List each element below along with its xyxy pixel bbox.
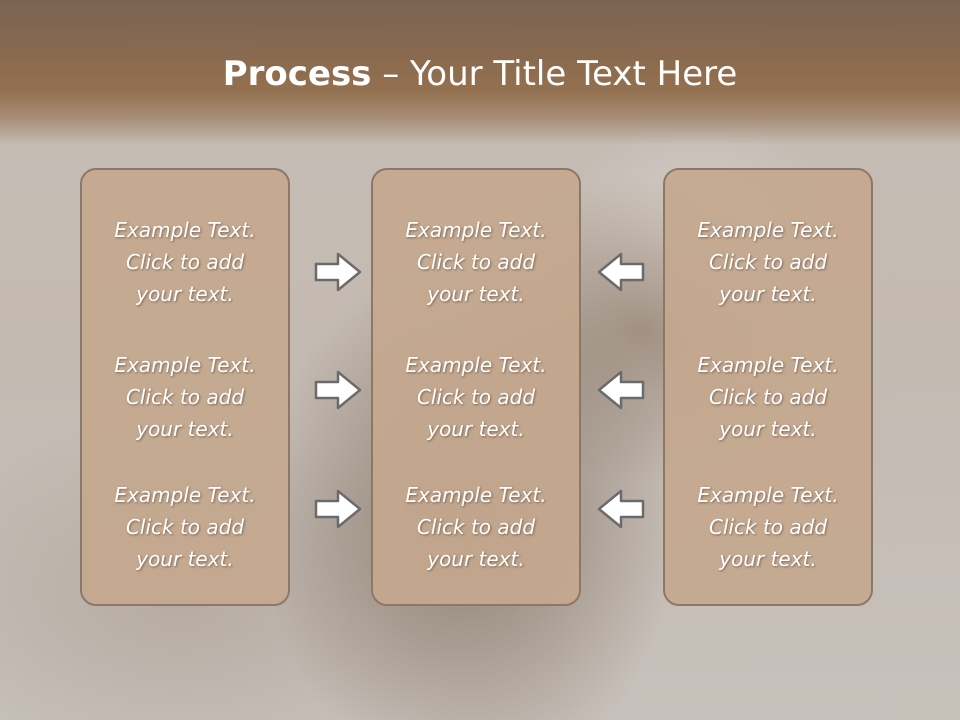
title-bold: Process	[222, 54, 372, 94]
text-line: Click to add	[708, 515, 828, 539]
text-block[interactable]: Example Text. Click to add your text.	[82, 214, 288, 310]
text-line: Click to add	[125, 250, 245, 274]
text-line: Example Text.	[114, 218, 256, 242]
text-line: your text.	[427, 282, 525, 306]
arrow-left-icon	[597, 370, 645, 410]
text-line: Click to add	[416, 250, 536, 274]
text-line: your text.	[136, 547, 234, 571]
text-line: Example Text.	[405, 483, 547, 507]
text-block[interactable]: Example Text. Click to add your text.	[665, 214, 871, 310]
arrow-right-icon	[314, 370, 362, 410]
text-line: your text.	[427, 547, 525, 571]
text-line: your text.	[719, 417, 817, 441]
text-line: Example Text.	[697, 353, 839, 377]
text-block[interactable]: Example Text. Click to add your text.	[373, 349, 579, 445]
text-line: Click to add	[416, 515, 536, 539]
text-line: your text.	[719, 282, 817, 306]
text-panel-left[interactable]: Example Text. Click to add your text. Ex…	[80, 168, 290, 606]
text-line: Example Text.	[697, 483, 839, 507]
text-block[interactable]: Example Text. Click to add your text.	[82, 479, 288, 575]
slide-title[interactable]: Process – Your Title Text Here	[0, 52, 960, 96]
title-rest: – Your Title Text Here	[371, 54, 738, 94]
text-line: Click to add	[708, 250, 828, 274]
text-block[interactable]: Example Text. Click to add your text.	[373, 214, 579, 310]
text-line: Example Text.	[405, 218, 547, 242]
text-line: Click to add	[416, 385, 536, 409]
text-line: Click to add	[708, 385, 828, 409]
text-block[interactable]: Example Text. Click to add your text.	[82, 349, 288, 445]
arrow-left-icon	[597, 252, 645, 292]
text-line: Click to add	[125, 385, 245, 409]
text-line: your text.	[719, 547, 817, 571]
text-block[interactable]: Example Text. Click to add your text.	[665, 349, 871, 445]
text-panel-middle[interactable]: Example Text. Click to add your text. Ex…	[371, 168, 581, 606]
text-line: Example Text.	[697, 218, 839, 242]
text-line: Example Text.	[405, 353, 547, 377]
text-line: Example Text.	[114, 353, 256, 377]
text-panel-right[interactable]: Example Text. Click to add your text. Ex…	[663, 168, 873, 606]
title-bar	[0, 0, 960, 145]
text-line: Example Text.	[114, 483, 256, 507]
text-block[interactable]: Example Text. Click to add your text.	[665, 479, 871, 575]
text-line: your text.	[136, 282, 234, 306]
text-line: your text.	[136, 417, 234, 441]
text-line: Click to add	[125, 515, 245, 539]
arrow-right-icon	[314, 489, 362, 529]
text-line: your text.	[427, 417, 525, 441]
arrow-right-icon	[314, 252, 362, 292]
arrow-left-icon	[597, 489, 645, 529]
text-block[interactable]: Example Text. Click to add your text.	[373, 479, 579, 575]
